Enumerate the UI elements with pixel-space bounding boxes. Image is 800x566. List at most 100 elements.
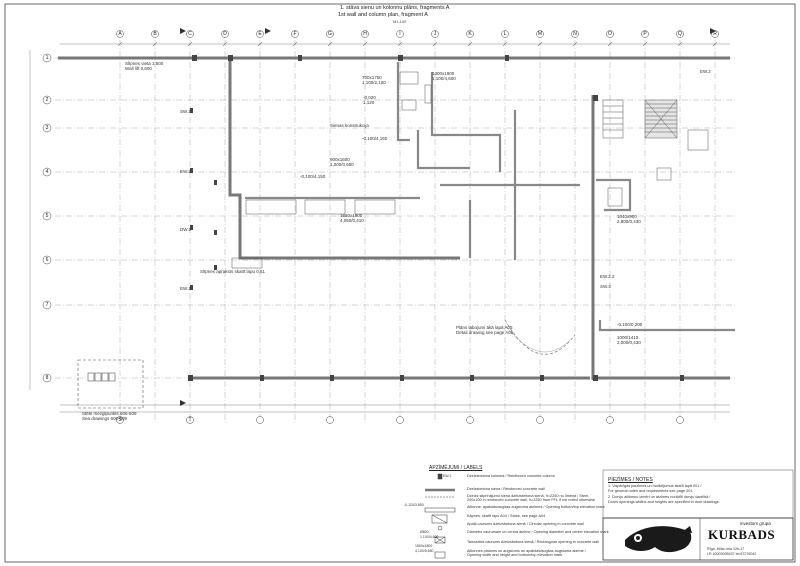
axis-number: 6 xyxy=(45,257,49,263)
axis-number: 3 xyxy=(45,125,49,131)
legend-row: Diametrs caurumam un centra atzīme / Ope… xyxy=(467,530,609,534)
stair-block xyxy=(602,99,678,139)
plan-label: 1040x900 xyxy=(617,214,637,219)
wall-openings xyxy=(231,71,709,269)
plan-label: 700x1750 xyxy=(362,75,382,80)
legend-row: Taisnstūra caurums dzelzsbetona sienā / … xyxy=(467,540,599,544)
axis-letter: F xyxy=(293,31,297,37)
legend-code: 1,100/4,600 xyxy=(420,535,439,539)
plan-label: DW.1 xyxy=(180,227,192,232)
plan-label: Detail drawing see page A06 xyxy=(456,330,514,335)
plan-label: 1,100/2,100 xyxy=(362,80,386,85)
note-line: Doors openings widths and heights are sp… xyxy=(608,500,720,504)
plan-label: Sea drawings 606-609 xyxy=(82,416,128,421)
note-line: For general notes and requirements see p… xyxy=(608,489,694,493)
legend-row: Ailtonnes platums un augstums un apakšas… xyxy=(467,549,586,558)
axis-letter: G xyxy=(328,31,332,37)
plan-label: EW.1 xyxy=(180,169,191,174)
axis-letter: H xyxy=(363,31,367,37)
plan-label: 2,000/0,430 xyxy=(617,340,641,345)
axis-letter: L xyxy=(503,31,507,37)
brand-name: KURBADS xyxy=(708,527,776,542)
axis-letter: K xyxy=(468,31,472,37)
legend-row: Dzelzs stiprinājumu siena dzelzsbetona s… xyxy=(467,494,596,503)
plan-label: 1650x1900 xyxy=(340,213,363,218)
plan-label: 1,000/0,600 xyxy=(330,162,354,167)
plan-label: EW.2.2 xyxy=(600,274,615,279)
note-line: 1. Vispārīgās piezīmes un norādījumus sk… xyxy=(608,484,702,488)
axis-letter: P xyxy=(643,31,647,37)
axis-bubbles-top xyxy=(116,30,719,38)
sheet-border xyxy=(4,3,796,563)
plan-label: 1300x1900 xyxy=(432,71,455,76)
axis-letter: O xyxy=(608,31,612,37)
plan-label: 1,120 xyxy=(363,100,375,105)
axis-number: 5 xyxy=(45,213,49,219)
legend-code: -0,120/3,650 xyxy=(404,503,424,507)
drawing-title-en: 1st wall and column plan, fragment A xyxy=(338,12,428,18)
axis-letter: D xyxy=(223,31,227,37)
axis-letter: T xyxy=(188,417,192,423)
plan-label: Stēle mezglpunkts 606-609 xyxy=(82,411,137,416)
plan-label: SW.1 xyxy=(180,109,191,114)
dimension-lines xyxy=(29,43,730,413)
detail-blocks xyxy=(87,372,116,382)
plan-label: 2,800/0,430 xyxy=(617,219,641,224)
walls-inner xyxy=(245,62,735,332)
plan-label: Sienas konstrukcija xyxy=(330,123,369,128)
legend-code: 1500x1800 xyxy=(415,544,433,548)
axis-number: 2 xyxy=(45,97,49,103)
plan-label: EW.2 xyxy=(700,69,711,74)
brand-address: Rīga, Mūku iela 12b-17 xyxy=(707,547,745,551)
plan-label: 900x1600 xyxy=(330,157,350,162)
grid-lines-vertical xyxy=(119,40,716,425)
axis-letter: S xyxy=(118,417,122,423)
plan-label: Wall lift 0,600 xyxy=(125,66,152,71)
axis-letter: B xyxy=(153,31,157,37)
plan-label: -0,100/0,200 xyxy=(617,322,643,327)
legend-row: Ailtonne: apakšas/augšas augstuma atzīme… xyxy=(467,505,605,509)
walls-outer xyxy=(58,56,730,380)
columns xyxy=(188,55,684,381)
legend-row: Dzelzsbetona siena / Reinforced concrete… xyxy=(467,487,545,491)
axis-bubbles-left xyxy=(42,53,52,383)
plan-label: 4,050/0,410 xyxy=(340,218,364,223)
plan-label: -0,020 xyxy=(363,95,376,100)
plan-label: 1000/1410 xyxy=(617,335,639,340)
brand-registration: LR 40003095437 tel.67276042 xyxy=(707,552,757,556)
drawing-scale: M1:100 xyxy=(393,19,407,24)
legend-code: 4,100/5,650 xyxy=(415,549,434,553)
ramp-arc xyxy=(504,319,576,355)
legend-row: Kāpnes, skatīt lapu A04 / Stairs, see pa… xyxy=(467,514,546,518)
plan-label: Slīpnes vieta 1:500 xyxy=(125,61,164,66)
plan-label: Plāns labojumi ākā lapā A05 xyxy=(456,325,513,330)
note-line: 2. Durvju ailitonnu izmēri un atzīmes no… xyxy=(608,495,711,499)
plan-label: EW.1 xyxy=(180,286,191,291)
plan-label: 1,100/4,600 xyxy=(432,76,456,81)
axis-letter: M xyxy=(537,31,543,37)
plan-label: Slīpnes apraksts skatīt lapu 0,61 xyxy=(200,269,266,274)
legend-title: APZĪMĒJUMI / LABELS xyxy=(429,465,483,471)
axis-bubbles-bottom xyxy=(116,416,684,424)
title-block-box xyxy=(602,517,794,561)
legend-row: Apaļš caurums dzelzsbetona sienā / Circu… xyxy=(467,522,584,526)
dimension-ticks xyxy=(117,41,718,47)
axis-number: 7 xyxy=(45,302,49,308)
axis-letter: C xyxy=(188,31,192,37)
plan-label: -0,100/4,150 xyxy=(300,174,326,179)
axis-letter: E xyxy=(258,31,262,37)
axis-number: 8 xyxy=(45,375,49,381)
brand-group-label: investors grupa xyxy=(740,521,771,526)
axis-letter: I xyxy=(399,31,401,37)
kurbads-logo-icon xyxy=(625,526,692,553)
legend-code: Ø600 xyxy=(420,530,429,534)
plan-label: -0,100/4,150 xyxy=(362,136,388,141)
notes-title: PIEZĪMES / NOTES xyxy=(608,477,653,483)
drawing-title-lv: 1. stāva sienu un kolonnu plāns, fragmen… xyxy=(340,5,450,11)
axis-letter: R xyxy=(713,31,717,37)
legend-code: EW.1 xyxy=(443,474,452,478)
detail-callout xyxy=(77,359,144,409)
axis-letter: N xyxy=(573,31,577,37)
